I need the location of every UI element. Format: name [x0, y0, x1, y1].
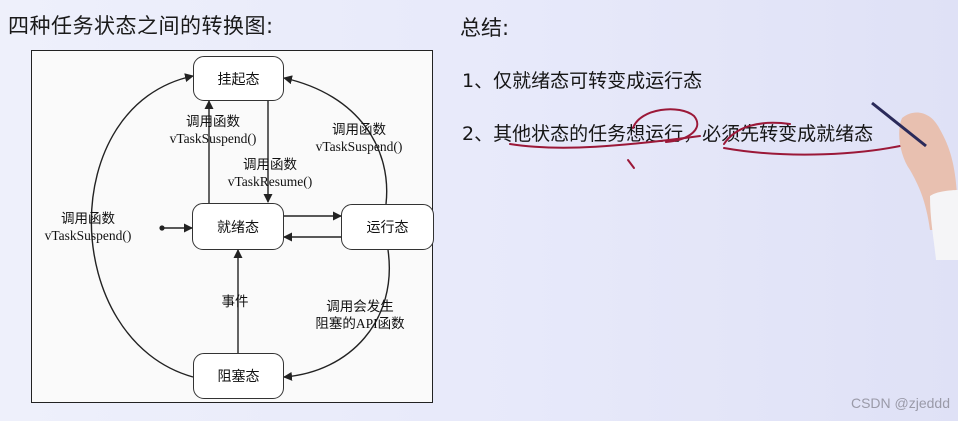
watermark: CSDN @zjeddd	[851, 395, 950, 411]
presenter-hand	[872, 103, 958, 260]
